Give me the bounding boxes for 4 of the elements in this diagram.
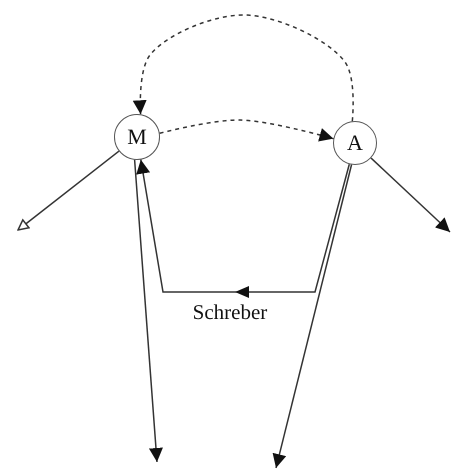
node-label: A — [347, 130, 363, 156]
node-label: M — [127, 124, 147, 150]
state-circle — [333, 121, 377, 165]
state-circle — [114, 114, 160, 160]
